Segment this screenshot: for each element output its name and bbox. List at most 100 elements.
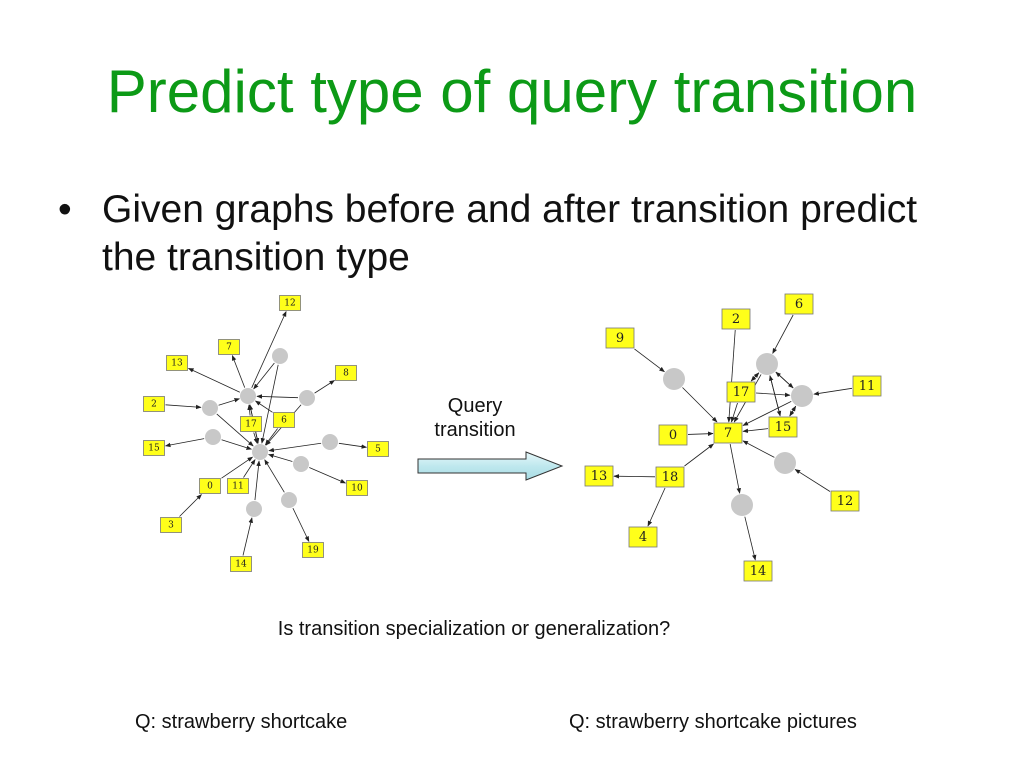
- node-label: 15: [775, 420, 792, 435]
- edge-arrow: [755, 392, 791, 398]
- edge-arrow: [264, 459, 285, 493]
- node-6: 6: [784, 293, 814, 315]
- edge-arrow: [772, 314, 794, 354]
- node-label: 12: [837, 494, 854, 509]
- edge-arrow: [314, 380, 335, 394]
- node-11: 11: [852, 375, 882, 397]
- hub-node: [756, 353, 778, 375]
- edge-arrow: [742, 401, 792, 426]
- question-text: Is transition specialization or generali…: [277, 618, 671, 640]
- graph-after: 6 2 9 11 17 15 0 7 13 18 12 4 14: [584, 293, 882, 582]
- hub-node: [299, 390, 315, 406]
- edges: [164, 310, 368, 556]
- node-label: 2: [151, 400, 157, 410]
- edge-arrow: [253, 362, 275, 390]
- slide-title: Predict type of query transition: [106, 58, 918, 125]
- node-12: 12: [830, 490, 860, 512]
- hub-node: [202, 400, 218, 416]
- hub-node: [322, 434, 338, 450]
- node-3: 3: [160, 517, 182, 533]
- nodes: 6 2 9 11 17 15 0 7 13 18 12 4 14: [584, 293, 882, 582]
- edge-arrow: [684, 443, 714, 467]
- hub-node: [252, 444, 268, 460]
- edge-arrow: [775, 371, 794, 389]
- edge-arrow: [309, 467, 347, 484]
- transition-arrow: [417, 451, 564, 481]
- nodes: 12 7 13 8 2 17 6 15 5 0 11 10 3 19 14: [143, 295, 389, 572]
- hub-node: [663, 368, 685, 390]
- node-7: 7: [218, 339, 240, 355]
- edge-arrow: [750, 372, 760, 382]
- node-9: 9: [605, 327, 635, 349]
- node-8: 8: [335, 365, 357, 381]
- edge-arrow: [179, 494, 202, 517]
- node-12: 12: [279, 295, 301, 311]
- edge-arrow: [242, 517, 253, 556]
- edge-arrow: [794, 469, 831, 492]
- node-14: 14: [230, 556, 252, 572]
- node-2: 2: [721, 308, 751, 330]
- edge-arrow: [164, 438, 205, 448]
- node-label: 14: [235, 560, 247, 570]
- edge-arrow: [726, 329, 736, 423]
- edge-arrow: [231, 354, 246, 388]
- edge-arrow: [730, 402, 738, 423]
- edge-arrow: [251, 310, 287, 388]
- node-15: 15: [768, 416, 798, 438]
- node-label: 7: [226, 343, 232, 353]
- query-transition-text: Query transition: [434, 395, 516, 441]
- hub-node: [205, 429, 221, 445]
- hub-node: [272, 348, 288, 364]
- edge-arrow: [789, 406, 797, 417]
- edge-arrow: [268, 453, 293, 462]
- node-label: 7: [724, 426, 732, 441]
- hub-node: [246, 501, 262, 517]
- node-label: 0: [669, 428, 677, 443]
- edge-arrow: [260, 364, 279, 444]
- edge-arrow: [687, 431, 714, 436]
- node-4: 4: [628, 526, 658, 548]
- hub-node: [240, 388, 256, 404]
- node-5: 5: [367, 441, 389, 457]
- node-0: 0: [199, 478, 221, 494]
- edge-arrow: [729, 443, 741, 494]
- node-label: 6: [281, 416, 287, 426]
- edge-arrow: [165, 404, 202, 410]
- edge-arrow: [338, 442, 368, 449]
- graph-before: 12 7 13 8 2 17 6 15 5 0 11 10 3 19 14: [143, 295, 389, 572]
- hub-node: [791, 385, 813, 407]
- hub-node: [774, 452, 796, 474]
- node-label: 14: [750, 564, 767, 579]
- node-15: 15: [143, 440, 165, 456]
- node-19: 19: [302, 542, 324, 558]
- node-0: 0: [658, 424, 688, 446]
- node-label: 3: [168, 521, 174, 531]
- edge-arrow: [742, 428, 769, 434]
- edge-arrow: [268, 442, 322, 453]
- edge-arrow: [769, 375, 782, 417]
- node-18: 18: [655, 466, 685, 488]
- node-label: 2: [732, 312, 740, 327]
- node-label: 13: [591, 469, 608, 484]
- node-label: 10: [351, 484, 363, 494]
- node-11: 11: [227, 478, 249, 494]
- edge-arrow: [221, 456, 254, 479]
- edge-arrow: [254, 460, 261, 501]
- bullet-text: Given graphs before and after transition…: [102, 188, 918, 279]
- node-13: 13: [166, 355, 188, 371]
- edge-arrow: [292, 507, 310, 543]
- node-label: 19: [307, 546, 319, 556]
- node-14: 14: [743, 560, 773, 582]
- edge-arrow: [221, 439, 252, 450]
- node-label: 0: [207, 482, 213, 492]
- edge-arrow: [634, 348, 665, 373]
- edge-arrow: [613, 474, 656, 479]
- node-label: 17: [245, 420, 257, 430]
- edge-arrow: [813, 387, 853, 396]
- edge-arrow: [187, 367, 241, 393]
- edge-arrow: [243, 459, 256, 478]
- edge-arrow: [255, 400, 273, 413]
- node-10: 10: [346, 480, 368, 496]
- node-17: 17: [726, 381, 756, 403]
- hub-node: [731, 494, 753, 516]
